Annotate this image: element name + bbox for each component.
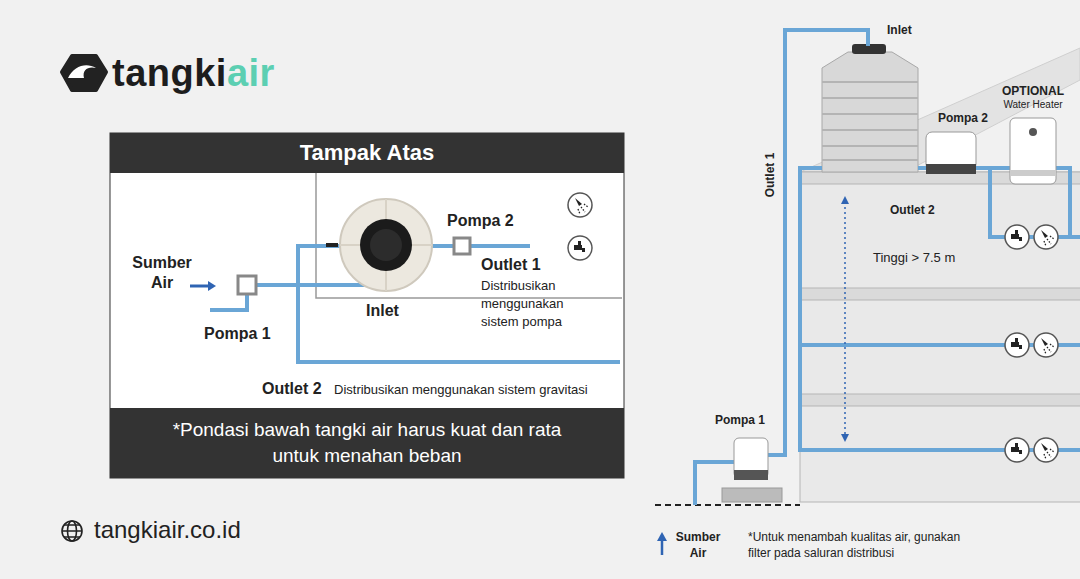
node-text: Water Heater [990,98,1076,111]
logo-text: tangki [112,52,227,95]
pump-label: Pompa 1 [204,325,271,343]
pump-1 [722,438,782,502]
outlet-label: Outlet 1 [481,256,541,274]
pump-label: Pompa 2 [938,111,988,125]
node-text: *Pondasi bawah tangki air harus kuat dan… [150,417,584,469]
pump-label: Pompa 1 [715,413,765,427]
top-view-panel [110,133,624,478]
globe-icon [62,521,82,541]
water-tank [822,44,918,172]
source-label: Sumber Air [672,529,724,561]
outlet-description: Distribusikan menggunakan sistem pompa [481,277,593,331]
outlet-label: Outlet 2 [262,380,322,398]
building [655,48,1080,505]
source-arrow [190,285,210,288]
logo-text: air [227,52,275,95]
faucet-icon [568,236,592,260]
logo-icon [62,56,106,90]
heater-label: OPTIONALWater Heater [990,84,1076,114]
outlet-label: Outlet 2 [890,203,935,217]
tank-top-view [326,199,432,291]
source-arrow-head [208,281,216,291]
pump-symbol [454,238,470,254]
water-heater [1010,118,1056,184]
pump-2 [926,132,976,174]
inlet-label: Inlet [887,23,912,37]
height-dimension [841,196,849,442]
footnote: *Untuk menambah kualitas air, gunakan fi… [748,529,984,561]
note-band: *Pondasi bawah tangki air harus kuat dan… [110,408,624,478]
height-dimension-text: Tinggi > 7.5 m [873,250,955,265]
node-text: OPTIONAL [990,84,1076,98]
node-text: Tampak Atas [110,133,624,173]
taps [1005,225,1058,462]
website-url: tangkiair.co.id [94,516,241,544]
source-label: Sumber Air [124,253,200,293]
shower-icon [568,193,592,217]
outlet-description: Distribusikan menggunakan sistem gravita… [334,382,588,397]
building-pipes [695,30,1080,505]
inlet-label: Inlet [366,302,399,320]
outlet-label: Outlet 1 [763,153,777,198]
pump-symbol [238,276,256,294]
pump-label: Pompa 2 [447,212,514,230]
source-arrow [657,532,667,555]
